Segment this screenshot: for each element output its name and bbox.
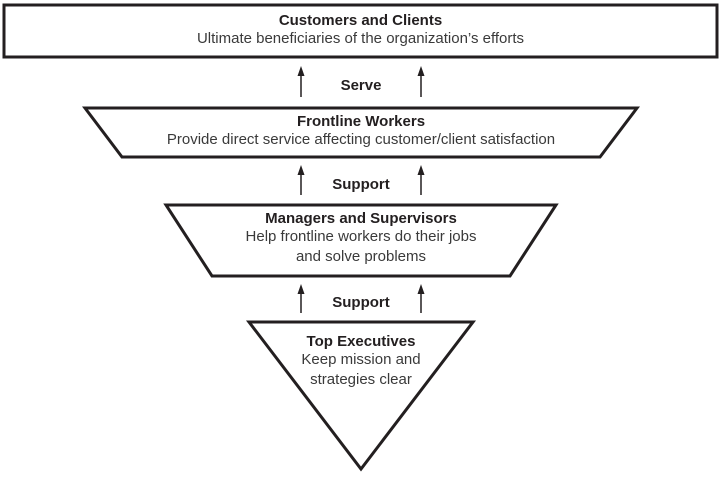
level-description: strategies clear	[310, 371, 412, 388]
level-description: Ultimate beneficiaries of the organizati…	[196, 30, 525, 47]
level-description: Provide direct service affecting custome…	[166, 131, 556, 148]
top-executives-label: Top Executives Keep mission and strategi…	[249, 333, 473, 390]
level-description: and solve problems	[295, 248, 427, 265]
managers-label: Managers and Supervisors Help frontline …	[166, 210, 556, 267]
frontline-workers-trapezoid	[81, 106, 641, 159]
frontline-workers-label: Frontline Workers Provide direct service…	[85, 113, 637, 150]
arrow-icon	[417, 66, 425, 97]
customers-box	[2, 3, 719, 59]
level-description: Help frontline workers do their jobs	[245, 228, 477, 245]
arrow-icon	[417, 284, 425, 313]
connector-label-support: Support	[332, 176, 390, 193]
managers-trapezoid	[163, 203, 559, 278]
level-title: Frontline Workers	[296, 113, 426, 130]
level-title: Managers and Supervisors	[265, 210, 457, 227]
arrow-icon	[297, 165, 305, 195]
customers-label: Customers and Clients Ultimate beneficia…	[4, 12, 717, 49]
arrow-icon	[417, 165, 425, 195]
arrow-icon	[297, 66, 305, 97]
connector-label-support: Support	[332, 294, 390, 311]
top-executives-triangle	[245, 320, 477, 472]
arrow-icon	[297, 284, 305, 313]
connector-label-serve: Serve	[340, 77, 382, 94]
level-description: Keep mission and	[301, 351, 421, 368]
level-title: Top Executives	[306, 333, 416, 350]
level-title: Customers and Clients	[278, 12, 443, 29]
